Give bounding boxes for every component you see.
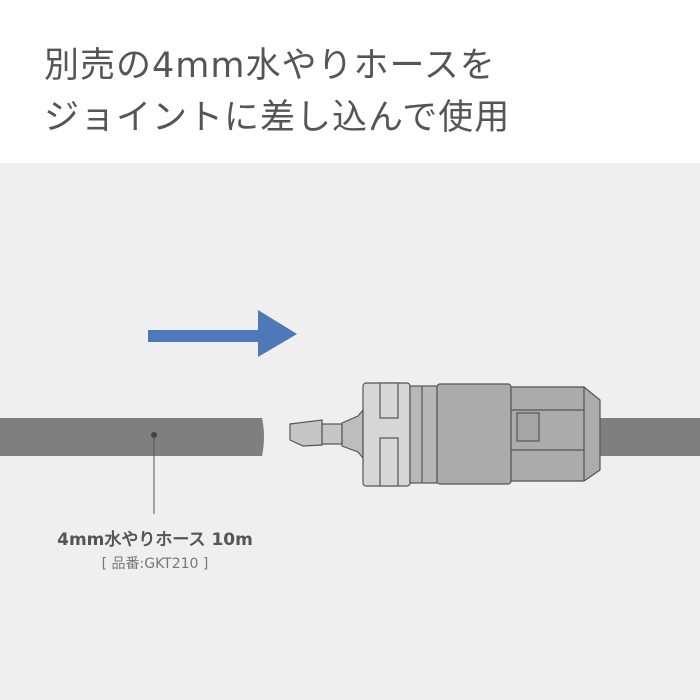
title-line-2: ジョイントに差し込んで使用 — [44, 98, 511, 138]
hose-left — [0, 418, 264, 456]
arrow-right-icon — [148, 310, 297, 357]
header: 別売の4mm水やりホースを ジョイントに差し込んで使用 — [0, 0, 700, 163]
title-line-1: 別売の4mm水やりホースを — [44, 46, 496, 86]
leader-dot — [151, 432, 157, 438]
product-code-label: [ 品番:GKT210 ] — [101, 556, 209, 572]
page-title: 別売の4mm水やりホースを ジョイントに差し込んで使用 — [44, 40, 510, 144]
joint-connector — [289, 382, 601, 487]
hose-right — [600, 418, 700, 456]
hose-name-label: 4mm水やりホース 10m — [57, 530, 253, 550]
